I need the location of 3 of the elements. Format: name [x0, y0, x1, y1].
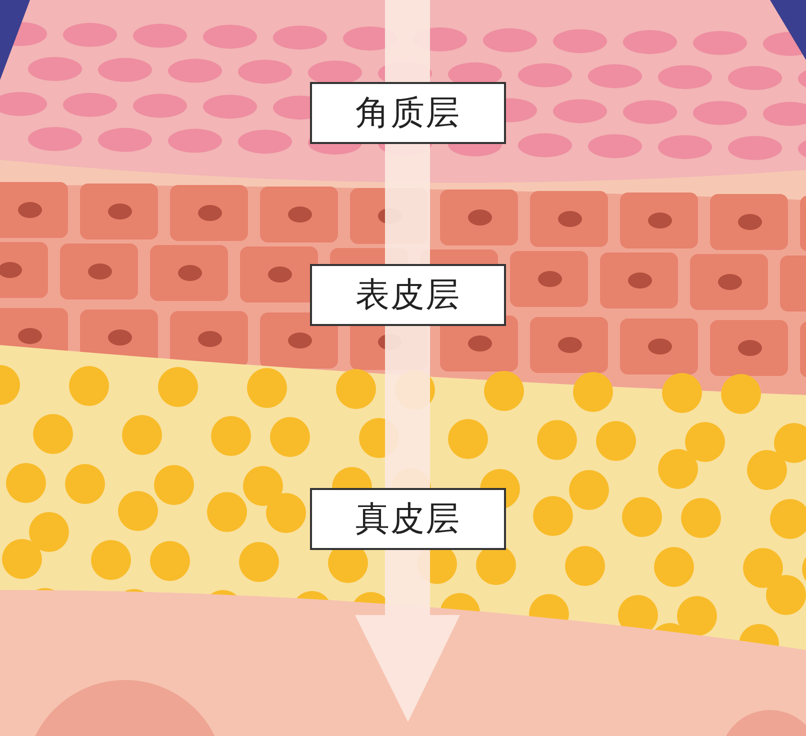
layer-label: 真皮层	[310, 488, 506, 550]
layer-label: 角质层	[310, 82, 506, 144]
layer-label: 表皮层	[310, 264, 506, 326]
